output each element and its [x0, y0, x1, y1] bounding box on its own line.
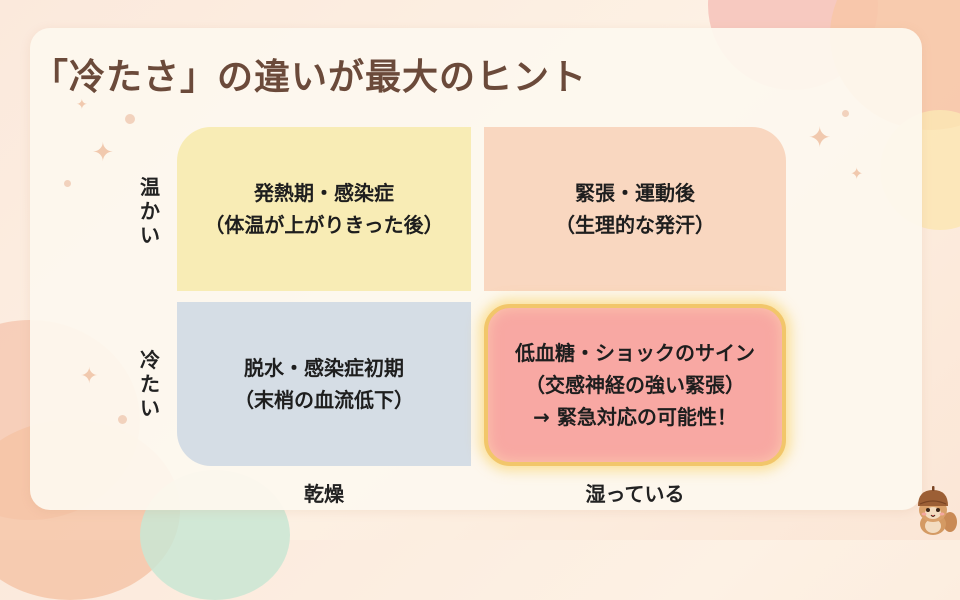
axis-char: た	[140, 372, 160, 396]
decor-dot	[842, 110, 849, 117]
axis-label-dry: 乾燥	[304, 482, 344, 506]
axis-char: い	[140, 396, 160, 420]
axis-char: 冷	[140, 348, 160, 372]
squirrel-mascot-icon	[918, 486, 957, 535]
quadrant-title: 発熱期・感染症	[253, 181, 394, 205]
quadrant-warm-dry: 発熱期・感染症 （体温が上がりきった後）	[177, 127, 471, 291]
quadrant-alert: → 緊急対応の可能性！	[533, 405, 737, 429]
axis-label-warm: 温 か い	[138, 175, 162, 247]
quadrant-warm-wet: 緊張・運動後 （生理的な発汗）	[484, 127, 786, 291]
axis-char: か	[140, 199, 160, 223]
quadrant-title: 緊張・運動後	[575, 181, 695, 205]
quadrant-note: （交感神経の強い緊張）	[525, 373, 745, 397]
quadrant-note: （体温が上がりきった後）	[204, 213, 444, 237]
axis-label-wet: 湿っている	[585, 482, 685, 506]
sparkle-icon: ✦	[76, 97, 88, 113]
decor-dot	[64, 180, 71, 187]
sparkle-icon: ✦	[850, 164, 864, 183]
slide-title: 「冷たさ」の違いが最大のヒント	[32, 57, 588, 98]
slide-card	[30, 28, 922, 510]
sparkle-icon: ✦	[92, 138, 114, 168]
quadrant-cold-dry: 脱水・感染症初期 （末梢の血流低下）	[177, 302, 471, 466]
axis-label-cold: 冷 た い	[138, 348, 162, 420]
axis-char: 温	[140, 175, 160, 199]
quadrant-note: （生理的な発汗）	[555, 213, 715, 237]
sparkle-icon: ✦	[80, 364, 99, 389]
quadrant-title: 脱水・感染症初期	[244, 356, 404, 380]
decor-dot	[125, 114, 135, 124]
quadrant-cold-wet-alert: 低血糖・ショックのサイン （交感神経の強い緊張） → 緊急対応の可能性！	[484, 304, 786, 466]
sparkle-icon: ✦	[808, 121, 832, 154]
decor-dot	[118, 415, 127, 424]
axis-char: い	[140, 223, 160, 247]
quadrant-title: 低血糖・ショックのサイン	[515, 341, 755, 365]
quadrant-note: （末梢の血流低下）	[234, 388, 414, 412]
